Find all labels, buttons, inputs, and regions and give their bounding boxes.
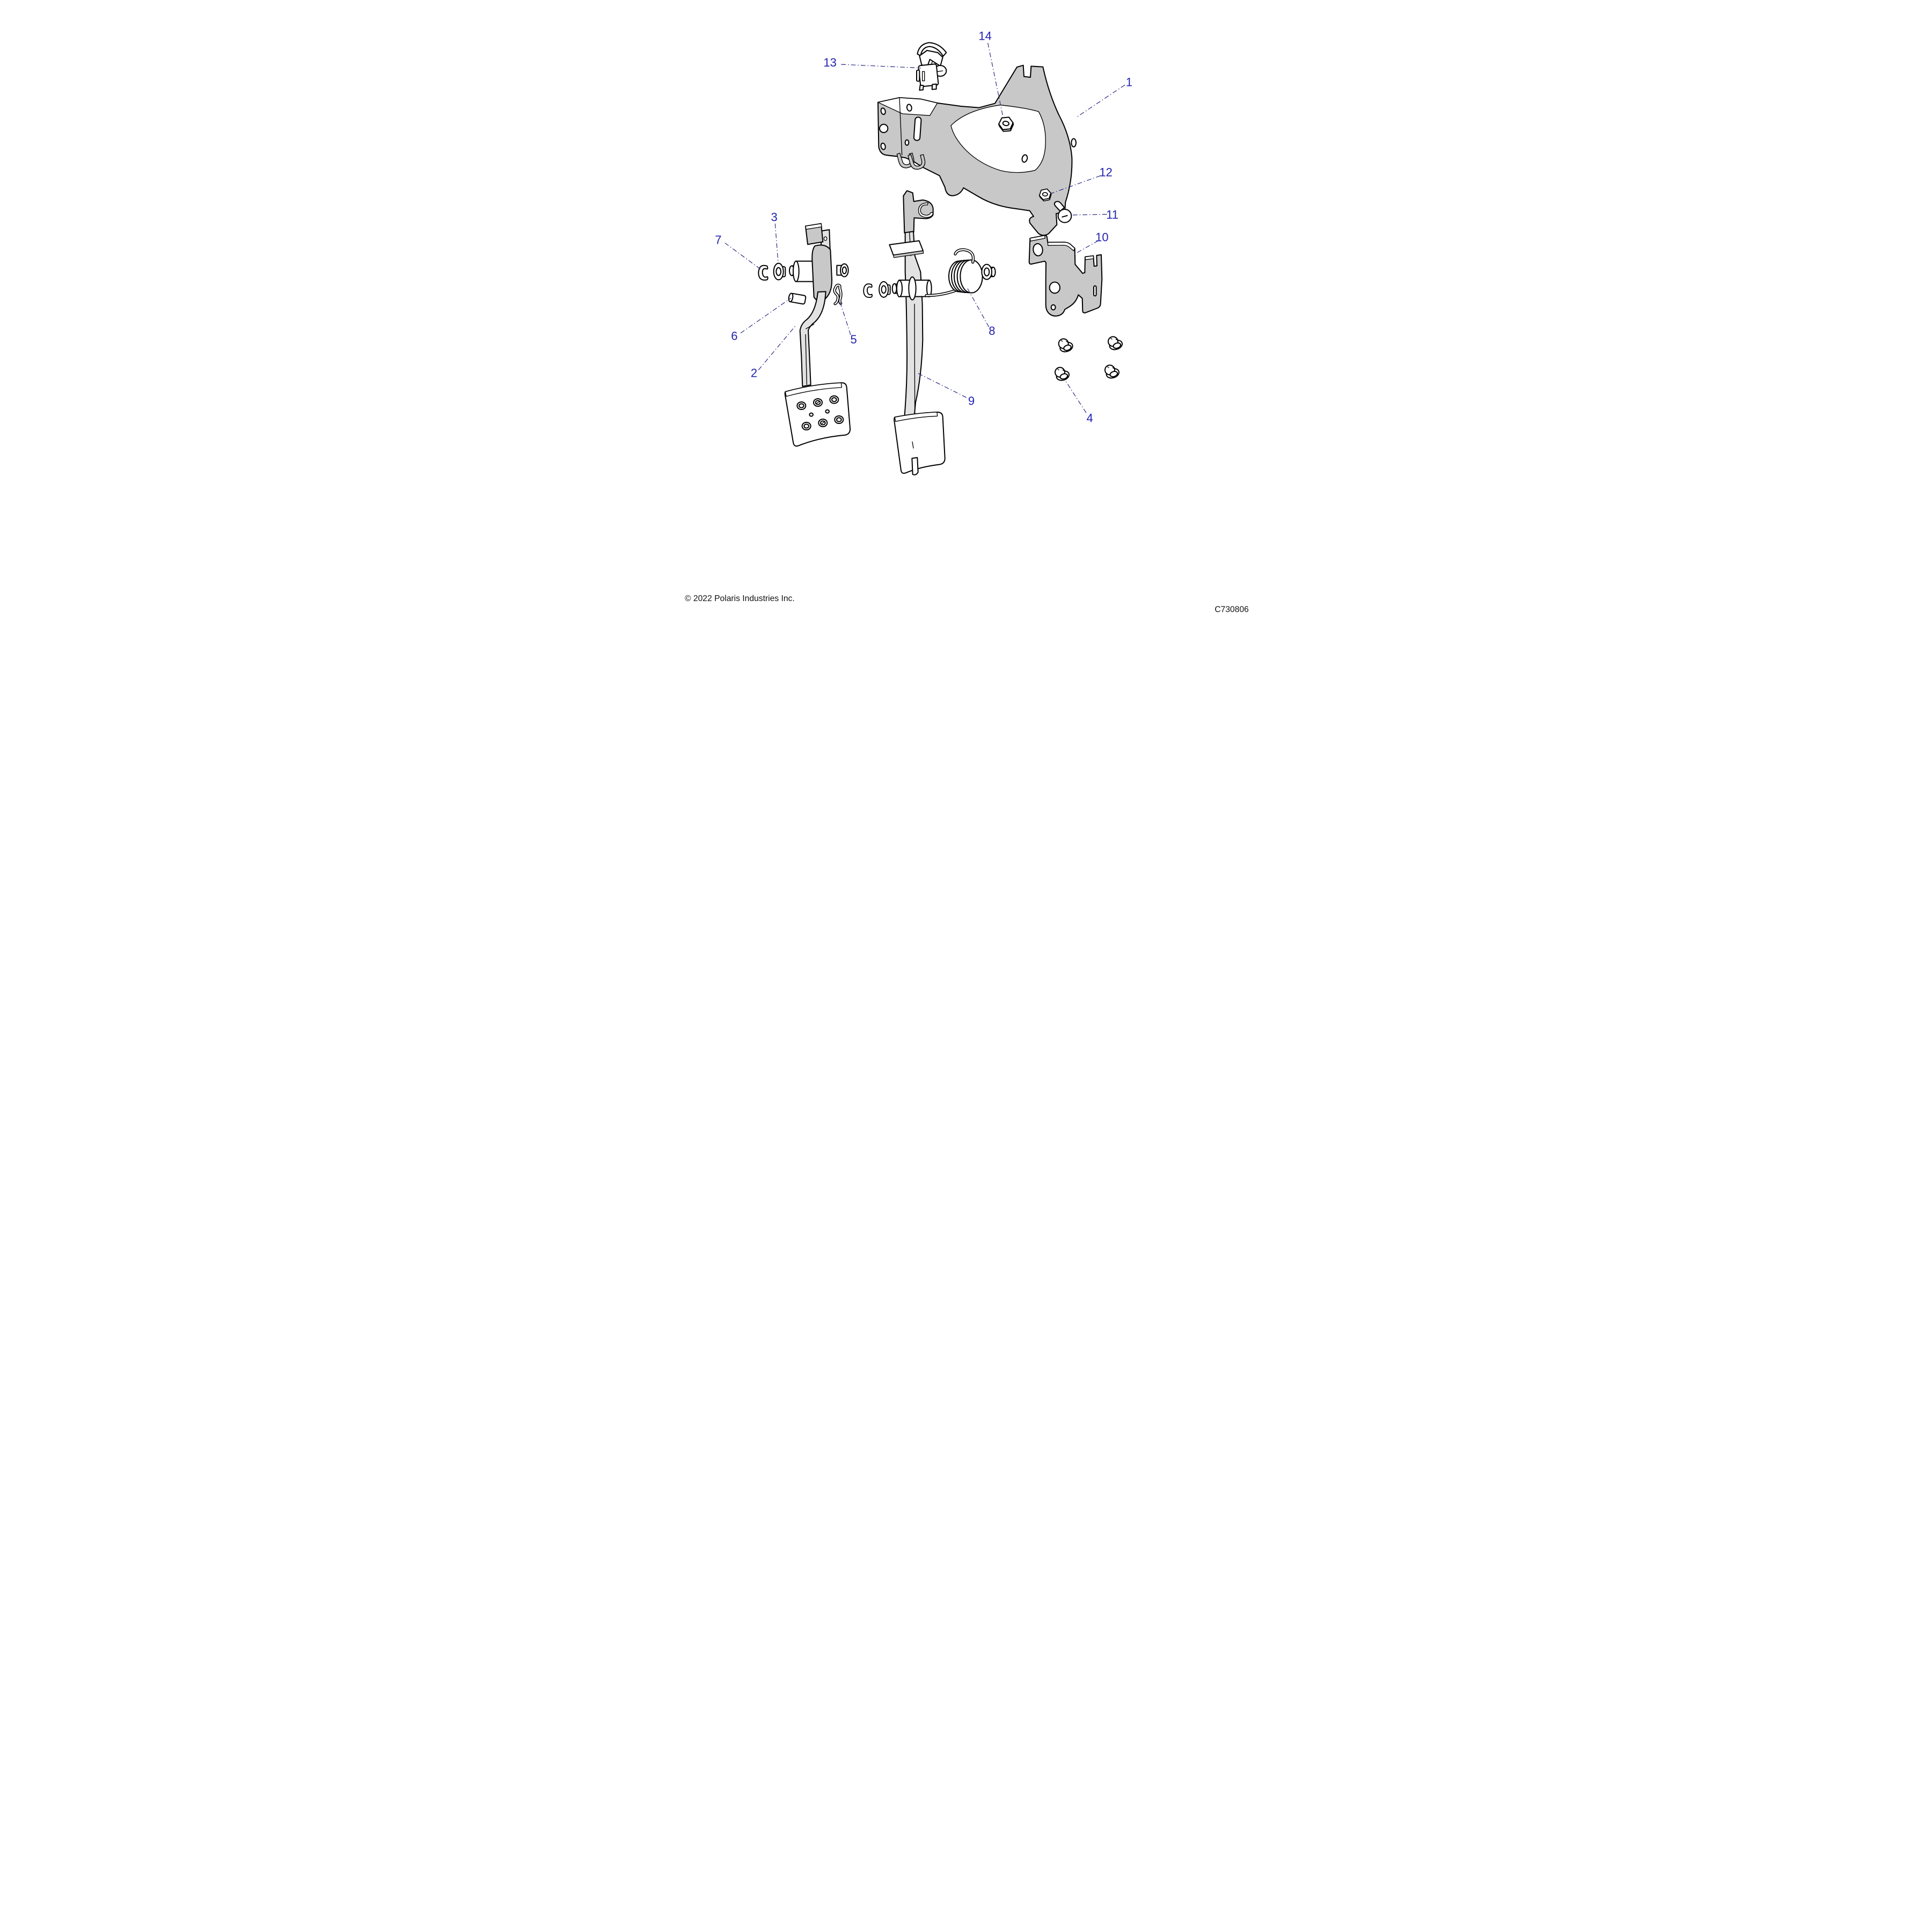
bracket-main-part-1: [877, 64, 1077, 236]
leader-4: [1064, 379, 1087, 413]
leader-3: [774, 223, 779, 264]
nuts-part-4: [1055, 336, 1124, 383]
screw-part-11: [1053, 201, 1072, 223]
callout-4: 4: [1087, 412, 1093, 425]
leader-13: [841, 64, 921, 69]
pin-part-6: [788, 292, 807, 305]
leader-10: [1073, 240, 1099, 255]
copyright-text: © 2022 Polaris Industries Inc.: [685, 594, 795, 603]
callout-5: 5: [851, 333, 857, 346]
callout-7: 7: [715, 233, 721, 247]
retaining-ring-part-7: [758, 265, 769, 281]
parts-diagram-page: 1 2 3 4 5 6 7 8 9 10 11 12 13 14 © 2022 …: [644, 0, 1288, 644]
callout-labels: 1 2 3 4 5 6 7 8 9 10 11 12 13 14: [715, 30, 1132, 425]
cap-bushing-clutch: [981, 264, 996, 280]
callout-8: 8: [989, 324, 995, 338]
leader-9: [917, 372, 967, 398]
callout-9: 9: [968, 394, 975, 408]
leader-1: [1076, 84, 1125, 118]
callout-13: 13: [823, 56, 836, 69]
callout-11: 11: [1106, 208, 1118, 221]
pedal-brake-part-2: [784, 223, 851, 447]
callout-6: 6: [731, 329, 737, 342]
diagram-code: C730806: [1214, 605, 1249, 614]
leader-11: [1072, 214, 1107, 216]
washer-clutch: [879, 281, 891, 298]
callout-10: 10: [1095, 230, 1108, 244]
leader-8: [967, 287, 990, 327]
switch-part-13: [916, 42, 947, 91]
callout-1: 1: [1126, 76, 1132, 89]
callout-2: 2: [751, 367, 757, 380]
leader-5: [839, 299, 851, 335]
cotter-clip-part-5: [833, 283, 843, 305]
callout-3: 3: [771, 210, 778, 224]
leader-14: [987, 42, 1004, 116]
leader-7: [724, 243, 761, 270]
pedal-clutch-part-9: [889, 190, 946, 475]
bracket-support-part-10: [1028, 235, 1103, 317]
leader-2: [758, 325, 796, 370]
pad-grommets: [796, 395, 844, 430]
retaining-ring-clutch: [863, 283, 873, 298]
bushing-part-3: [773, 262, 786, 281]
exploded-diagram-canvas: 1 2 3 4 5 6 7 8 9 10 11 12 13 14 © 2022 …: [644, 0, 1288, 644]
leader-lines: [724, 42, 1125, 413]
leader-6: [740, 297, 792, 334]
torsion-spring-part-8: [925, 248, 983, 297]
callout-14: 14: [978, 30, 991, 43]
callout-12: 12: [1099, 166, 1112, 179]
